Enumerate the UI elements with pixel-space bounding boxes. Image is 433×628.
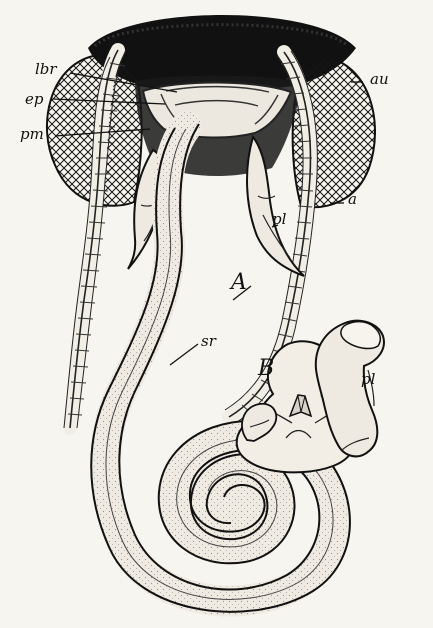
- label-b-figure: B: [258, 356, 274, 381]
- label-a: a: [348, 190, 357, 208]
- label-lbr: lbr: [35, 60, 57, 78]
- label-pl-a: pl: [272, 210, 286, 228]
- label-ep: ep: [25, 90, 43, 108]
- label-sr: sr: [201, 332, 216, 350]
- label-a-figure: A: [231, 270, 247, 295]
- label-pl-b: pl: [361, 370, 375, 388]
- label-au: au: [370, 70, 389, 88]
- label-pm: pm: [20, 125, 44, 143]
